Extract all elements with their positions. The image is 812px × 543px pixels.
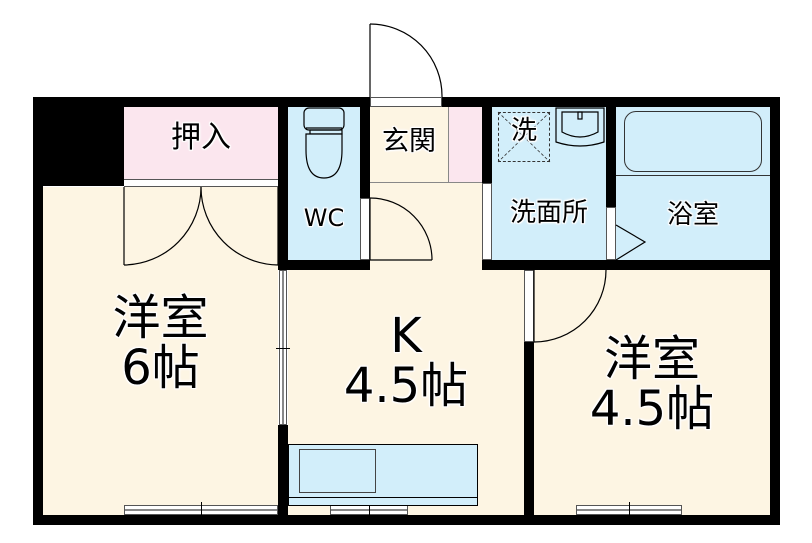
outer-wall-bottom [33,515,778,525]
wash-basin-icon [555,107,605,147]
wall-kitchen-room2-lower [524,342,534,525]
wall-wash-bath-upper [606,97,616,207]
wall-washroom-left [482,97,492,183]
outer-wall-left [33,97,43,525]
entrance-label: 玄関 [382,126,436,157]
room2-door-swing [533,269,607,343]
toilet-icon [303,107,345,179]
window-room2[interactable] [576,502,682,518]
closet-label: 押入 [171,120,231,155]
sliding-partition[interactable] [276,270,290,425]
bath-door-swing [615,224,647,261]
front-door-threshold [370,97,442,107]
closet-room [124,107,278,179]
bathtub-edge [616,175,770,176]
wall-wc-right-upper [360,97,370,198]
bath-door-jamb [606,207,616,260]
bathtub [624,111,762,172]
washroom-door-jamb [482,183,492,260]
western-room-45-label: 洋室 4.5帖 [589,331,715,438]
kitchen-label: K 4.5帖 [343,308,469,415]
outer-wall-right [770,97,780,525]
washer-space [498,112,550,162]
wall-wet-bottom [482,260,780,270]
wall-wc-left [278,97,288,270]
western-room-6-label: 洋室 6帖 [112,290,209,397]
washer-space-label: 洗 [510,116,537,146]
wc-room [288,107,360,260]
closet-sill [124,179,278,187]
front-door-swing [369,23,443,98]
hall-door-swing [369,197,433,261]
western-room-6-floor [43,187,278,515]
counter-edge [288,497,478,498]
western-room-45-floor [534,268,770,515]
washroom-label: 洗面所 [509,198,588,228]
wall-room1-kitchen-lower [278,425,288,525]
structural-column [33,97,124,186]
shoe-storage [448,107,482,182]
window-room1[interactable] [124,502,278,518]
wc-label: WC [303,204,345,232]
washer-x-icon [497,111,551,163]
closet-door-swing [123,186,279,266]
kitchen-sink [299,449,376,493]
entrance-room [370,107,448,182]
bathroom-label: 浴室 [666,200,719,230]
wall-wc-bottom [278,260,370,270]
hallway-floor [370,182,482,268]
